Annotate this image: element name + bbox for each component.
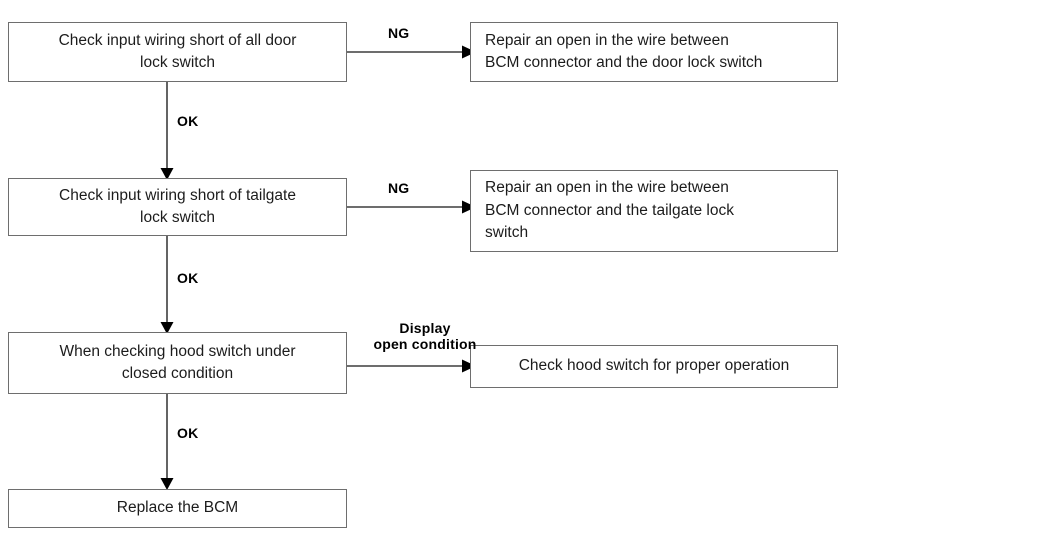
node-check-door-lock-switch-label: Check input wiring short of all door loc… — [58, 31, 297, 71]
node-check-hood-switch-operation[interactable]: Check hood switch for proper operation — [470, 345, 838, 388]
node-repair-door-lock-wire[interactable]: Repair an open in the wire between BCM c… — [470, 22, 838, 82]
edge-label-ok-hood-switch: OK — [177, 425, 199, 441]
node-check-tailgate-lock-switch-label: Check input wiring short of tailgate loc… — [59, 186, 296, 226]
node-replace-bcm-label: Replace the BCM — [116, 499, 239, 517]
node-check-hood-switch-closed[interactable]: When checking hood switch under closed c… — [8, 332, 347, 394]
edge-label-ok-tailgate-lock: OK — [177, 270, 199, 286]
edge-label-ok-door-lock: OK — [177, 113, 199, 129]
node-check-hood-switch-operation-label: Check hood switch for proper operation — [518, 357, 790, 375]
node-repair-tailgate-lock-wire-label: Repair an open in the wire between BCM c… — [485, 179, 734, 242]
edge-label-display-open-condition: Display open condition — [373, 320, 477, 353]
node-repair-door-lock-wire-label: Repair an open in the wire between BCM c… — [485, 31, 763, 71]
edge-label-ng-door-lock: NG — [388, 25, 410, 41]
node-replace-bcm[interactable]: Replace the BCM — [8, 489, 347, 528]
node-check-hood-switch-closed-label: When checking hood switch under closed c… — [59, 342, 296, 382]
node-check-door-lock-switch[interactable]: Check input wiring short of all door loc… — [8, 22, 347, 82]
node-check-tailgate-lock-switch[interactable]: Check input wiring short of tailgate loc… — [8, 178, 347, 236]
edge-label-ng-tailgate-lock: NG — [388, 180, 410, 196]
node-repair-tailgate-lock-wire[interactable]: Repair an open in the wire between BCM c… — [470, 170, 838, 252]
